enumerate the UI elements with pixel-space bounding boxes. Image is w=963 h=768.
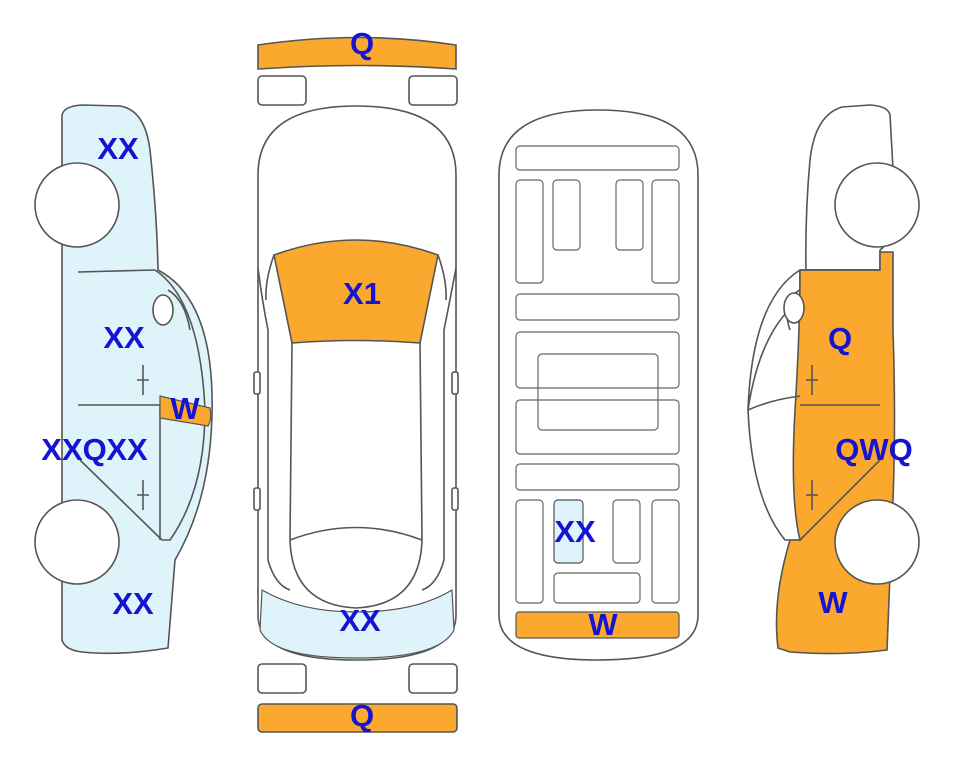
- rear-bumper[interactable]: [257, 703, 458, 733]
- rear-left-light: [257, 663, 307, 694]
- underbody-center-label: XX: [554, 514, 596, 549]
- right-front-wheel: [834, 499, 920, 585]
- underbody-rear-strip[interactable]: [515, 611, 680, 639]
- front-left-light: [257, 75, 307, 106]
- right-rear-wheel: [834, 162, 920, 248]
- left-side-label-center-right: XX: [106, 432, 148, 467]
- left-side-mirror-housing: [152, 294, 174, 326]
- rear-bumper-label: Q: [350, 698, 374, 733]
- right-rear-door-handle: [806, 480, 818, 510]
- hood-windshield-label: X1: [343, 276, 381, 311]
- left-side-label-mirror: W: [170, 391, 200, 426]
- left-front-wheel: [34, 499, 120, 585]
- left-rear-door-handle: [137, 480, 149, 510]
- front-bumper[interactable]: [257, 36, 457, 70]
- top-left-rear-handle: [253, 487, 261, 511]
- left-side-label-front-door: XX: [103, 320, 145, 355]
- top-left-mirror: [253, 371, 261, 395]
- front-bumper-label: Q: [350, 26, 374, 61]
- top-view-body: [257, 105, 457, 661]
- underbody-center-panel[interactable]: [553, 499, 584, 564]
- top-right-rear-handle: [451, 487, 459, 511]
- rear-panel[interactable]: [259, 588, 455, 659]
- right-side-view: Q QWQ W: [747, 104, 920, 655]
- top-right-mirror: [451, 371, 459, 395]
- left-side-label-bottom: XX: [112, 586, 154, 621]
- rear-panel-label: XX: [339, 603, 381, 638]
- right-side-label-bottom: W: [818, 585, 848, 620]
- left-side-mirror[interactable]: [159, 395, 212, 427]
- underbody-rear-strip-label: W: [588, 607, 618, 642]
- top-view: Q X1 XX Q: [253, 26, 459, 733]
- rear-right-light: [408, 663, 458, 694]
- right-front-door-handle: [806, 365, 818, 395]
- right-side-mirror-housing: [783, 292, 805, 324]
- left-side-label-top: XX: [97, 131, 139, 166]
- underbody-view: XX W: [498, 109, 699, 661]
- left-rear-wheel: [34, 162, 120, 248]
- left-side-view: XX XX W XXQ XX XX: [34, 104, 213, 655]
- right-side-front-window-outline: [747, 269, 801, 541]
- left-front-door-handle: [137, 365, 149, 395]
- front-right-light: [408, 75, 458, 106]
- right-side-label-middle: QWQ: [835, 432, 913, 467]
- left-side-label-center-left: XXQ: [41, 432, 106, 467]
- right-side-label-top: Q: [828, 321, 852, 356]
- underbody-outline: [498, 109, 699, 661]
